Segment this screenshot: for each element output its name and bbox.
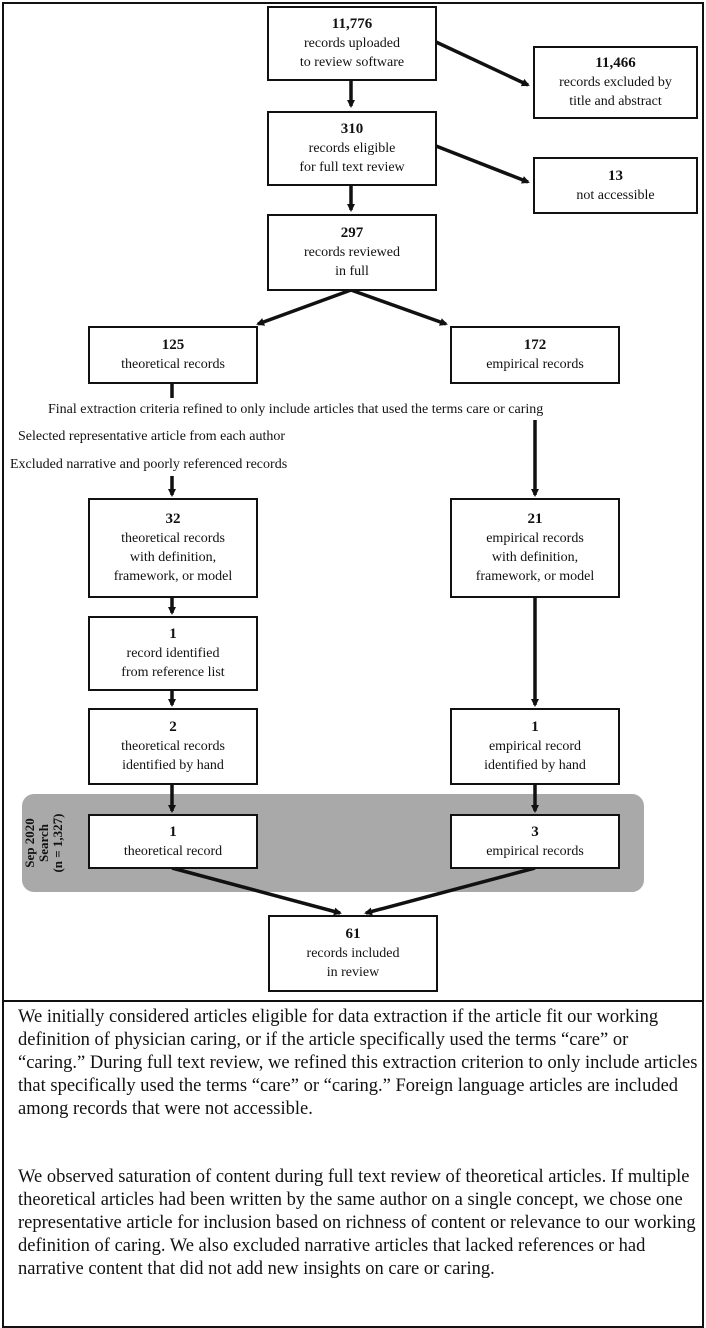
count: 2 [169, 719, 177, 735]
note-criteria: Final extraction criteria refined to onl… [48, 402, 544, 417]
label: theoretical record [123, 843, 223, 859]
footnote-paragraph-1: We initially considered articles eligibl… [18, 1007, 698, 1119]
label: theoretical records [121, 739, 225, 754]
label: from reference list [121, 665, 225, 680]
box-empirical-hand: 1 empirical record identified by hand [450, 708, 620, 785]
label: for full text review [299, 160, 405, 175]
label: records uploaded [303, 36, 401, 51]
count: 61 [345, 926, 361, 942]
note-representative: Selected representative article from eac… [18, 429, 286, 444]
sep-label-line2: Search [36, 823, 51, 863]
box-records-eligible: 310 records eligible for full text revie… [267, 111, 437, 186]
label: framework, or model [475, 569, 595, 584]
count: 1 [169, 626, 177, 642]
label: empirical record [488, 739, 582, 754]
label: records excluded by [559, 75, 672, 90]
box-empirical-definition: 21 empirical records with definition, fr… [450, 498, 620, 598]
sep-label-line1: Sep 2020 [22, 818, 37, 868]
box-records-reviewed: 297 records reviewed in full [267, 214, 437, 291]
label: title and abstract [569, 94, 662, 109]
count: 1 [169, 823, 177, 840]
label: theoretical records [121, 357, 225, 372]
count: 1 [531, 719, 539, 735]
label: record identified [126, 646, 220, 661]
label: empirical records [486, 357, 584, 372]
box-reference-list: 1 record identified from reference list [88, 616, 258, 691]
box-sep-empirical: 3 empirical records [450, 814, 620, 869]
sep-2020-search-label: Sep 2020 Search (n = 1,327) [22, 800, 65, 886]
count: 125 [161, 337, 185, 353]
box-records-excluded-title: 11,466 records excluded by title and abs… [533, 46, 698, 119]
label: not accessible [576, 187, 655, 203]
count: 32 [165, 511, 181, 527]
count: 172 [523, 337, 547, 353]
label: framework, or model [113, 569, 233, 584]
label: records eligible [308, 141, 396, 156]
count: 13 [608, 167, 623, 184]
box-records-uploaded: 11,776 records uploaded to review softwa… [267, 6, 437, 81]
label: theoretical records [121, 531, 225, 546]
label: records included [306, 946, 400, 961]
label: empirical records [486, 843, 584, 859]
sep-label-line3: (n = 1,327) [50, 813, 65, 873]
label: empirical records [486, 531, 584, 546]
box-theoretical-hand: 2 theoretical records identified by hand [88, 708, 258, 785]
label: identified by hand [122, 758, 224, 773]
box-theoretical-definition: 32 theoretical records with definition, … [88, 498, 258, 598]
box-records-included: 61 records included in review [268, 915, 438, 992]
count: 297 [340, 225, 364, 241]
label: with definition, [129, 550, 217, 565]
label: records reviewed [303, 245, 400, 260]
box-sep-theoretical: 1 theoretical record [88, 814, 258, 869]
label: identified by hand [484, 758, 586, 773]
note-excluded: Excluded narrative and poorly referenced… [10, 457, 288, 472]
box-empirical-records: 172 empirical records [450, 326, 620, 384]
count: 310 [340, 121, 364, 137]
count: 3 [531, 823, 539, 840]
count: 21 [527, 511, 543, 527]
count: 11,776 [331, 16, 373, 32]
count: 11,466 [595, 55, 636, 71]
label: in full [335, 264, 369, 279]
label: in review [326, 965, 380, 980]
box-theoretical-records: 125 theoretical records [88, 326, 258, 384]
footnotes-panel [2, 1000, 704, 1328]
footnote-paragraph-2: We observed saturation of content during… [18, 1167, 696, 1279]
label: with definition, [491, 550, 579, 565]
label: to review software [299, 55, 405, 70]
box-not-accessible: 13 not accessible [533, 157, 698, 214]
